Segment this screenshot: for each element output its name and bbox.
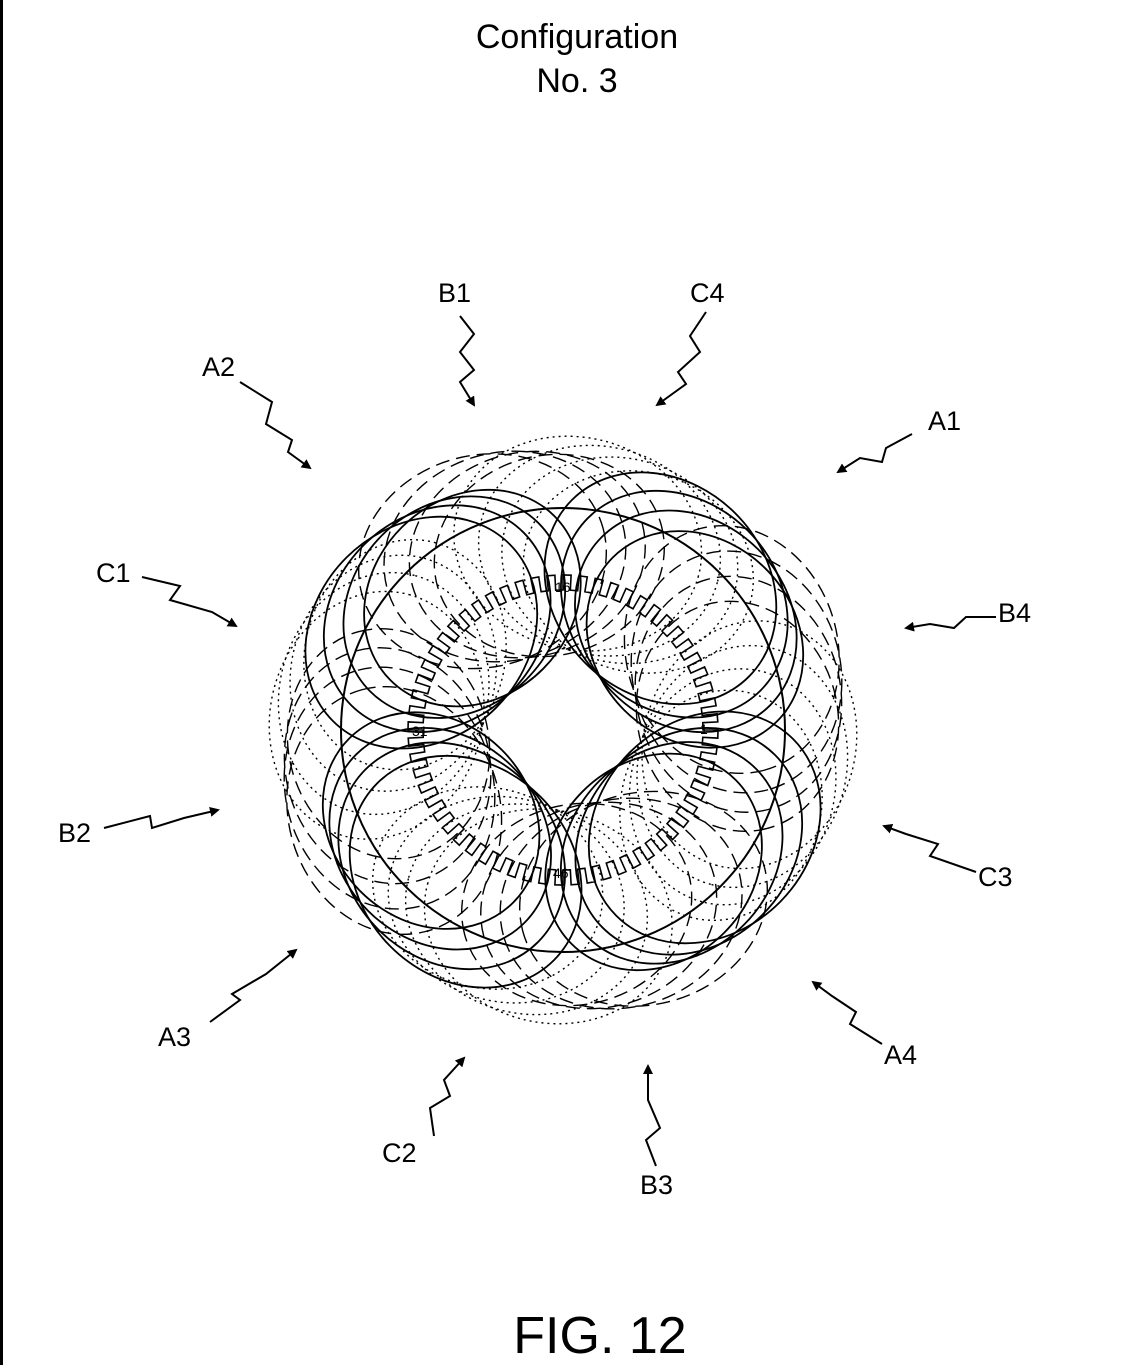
coil-loop-b1 [383, 450, 627, 663]
coil-label-b3: B3 [640, 1170, 673, 1200]
coil-loop-c4 [619, 689, 823, 921]
coil-loop-c4 [628, 668, 837, 906]
coil-loop-c1 [522, 470, 754, 674]
page-border-left [0, 0, 3, 1365]
figure-label: FIG. 12 [513, 1307, 687, 1365]
leader-c1 [141, 576, 238, 628]
coil-loop-a3 [328, 726, 552, 951]
leader-b3 [643, 1064, 662, 1167]
coil-loop-b2 [283, 666, 496, 910]
coil-label-b4: B4 [998, 598, 1031, 628]
coil-loop-a2 [304, 515, 539, 750]
coil-loop-a4 [559, 741, 784, 965]
coil-loop-c2 [277, 571, 490, 816]
coil-loop-a4 [587, 710, 822, 945]
leader-b2 [103, 806, 220, 830]
coil-loop-c2 [289, 554, 498, 792]
coil-label-c1: C1 [96, 558, 131, 588]
coil-loop-b2 [283, 647, 492, 885]
coil-loop-a2 [322, 504, 552, 733]
coil-label-a2: A2 [202, 352, 235, 382]
coil-label-c2: C2 [382, 1138, 417, 1168]
coil-loop-c1 [453, 435, 703, 652]
coil-label-b1: B1 [438, 278, 471, 308]
tooth-number-16: 16 [555, 579, 571, 595]
coil-loop-a1 [560, 489, 789, 719]
coil-loop-a3 [348, 754, 583, 989]
coil-loop-a4 [574, 727, 804, 956]
leader-c2 [428, 1056, 466, 1137]
title-line-2: No. 3 [536, 62, 618, 100]
coil-loop-c4 [641, 620, 858, 870]
coil-loop-b1 [408, 450, 646, 659]
coil-loop-a1 [574, 509, 798, 734]
coil-loop-a1 [543, 471, 778, 706]
coil-loops [268, 435, 858, 1025]
leader-c4 [655, 311, 707, 407]
leader-a2 [239, 381, 312, 470]
coil-loop-c1 [477, 444, 722, 657]
coil-label-c4: C4 [690, 278, 725, 308]
coil-loop-c3 [372, 786, 604, 990]
coil-loop-b2 [286, 685, 503, 936]
leader-a4 [811, 980, 883, 1045]
coil-loop-c4 [636, 644, 849, 889]
stator-winding-diagram: 1 16 31 46 B1 C4 A2 A1 C1 B4 B2 C3 A3 A4… [58, 278, 1031, 1200]
coil-loop-b3 [518, 790, 769, 1007]
stator-teeth [407, 574, 719, 886]
coil-loop-b3 [480, 801, 718, 1010]
coil-loop-a3 [337, 741, 566, 971]
coil-label-c3: C3 [978, 862, 1013, 892]
leader-a3 [209, 948, 298, 1023]
coil-loop-a2 [342, 495, 567, 719]
coil-label-a1: A1 [928, 406, 961, 436]
coil-loop-b3 [499, 797, 743, 1010]
leader-b1 [458, 315, 476, 407]
coil-loop-a4 [544, 752, 763, 972]
coil-label-b2: B2 [58, 818, 91, 848]
title-line-1: Configuration [475, 18, 679, 56]
coil-loop-c3 [423, 808, 673, 1025]
leader-b4 [904, 616, 996, 632]
coil-loop-c1 [501, 456, 739, 665]
tooth-number-46: 46 [553, 865, 569, 881]
coil-loop-b4 [630, 550, 843, 794]
stator-outer-circle [340, 507, 786, 953]
coil-loop-b4 [634, 575, 843, 813]
tooth-number-31: 31 [412, 723, 428, 739]
leader-c3 [882, 824, 977, 873]
coil-loop-c3 [404, 803, 649, 1016]
coil-loop-a3 [321, 711, 541, 930]
coil-loop-c3 [387, 795, 625, 1004]
coil-loop-b4 [623, 524, 840, 775]
coil-loop-c2 [303, 539, 507, 771]
coil-loop-b1 [357, 453, 608, 670]
coil-label-a4: A4 [884, 1040, 917, 1070]
leader-a1 [836, 433, 913, 474]
coil-label-a3: A3 [158, 1022, 191, 1052]
tooth-number-1: 1 [700, 721, 708, 737]
coil-loop-a1 [585, 530, 805, 749]
coil-loop-a2 [363, 488, 582, 708]
coil-loop-c2 [268, 590, 485, 840]
